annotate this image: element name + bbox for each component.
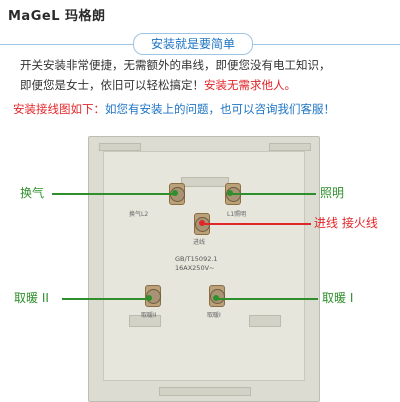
install-heading: 安装接线图如下：如您有安装上的问题，也可以咨询我们客服！ — [13, 101, 393, 117]
spec-rating: 16AX250V~ — [175, 264, 215, 272]
mark-incoming: 进线 — [193, 239, 206, 246]
mark-lighting: L1照明 — [227, 211, 247, 218]
spec-standard: GB/T15092.1 — [175, 255, 218, 263]
plate-tab-bottom — [159, 387, 251, 396]
arrow-heat-2 — [62, 298, 149, 300]
switch-back-plate: 换气L2 L1照明 进线 取暖II 取暖I GB/T15092.1 16AX25… — [88, 136, 320, 402]
arrow-dot-icon — [172, 190, 178, 196]
label-ventilation: 换气 — [20, 186, 45, 200]
install-heading-title: 安装接线图如下： — [13, 102, 105, 116]
arrow-dot-icon — [199, 220, 205, 226]
intro-line-2: 即便您是女士，依旧可以轻松搞定！安装无需求他人。 — [20, 75, 390, 95]
switch-inner-panel — [103, 151, 305, 381]
plate-clip-bottom-left — [129, 315, 161, 327]
mark-ventilation: 换气L2 — [129, 211, 149, 218]
brand-logo: MaGeL 玛格朗 — [8, 9, 106, 24]
intro-line-1: 开关安装非常便捷，无需额外的串线，即便您没有电工知识， — [20, 58, 331, 72]
arrow-dot-icon — [227, 190, 233, 196]
intro-line-2-highlight: 安装无需求他人。 — [204, 78, 296, 92]
install-heading-note: 如您有安装上的问题，也可以咨询我们客服！ — [105, 102, 335, 116]
plate-clip-bottom-right — [249, 315, 281, 327]
label-incoming: 进线 接火线 — [314, 216, 378, 230]
label-lighting: 照明 — [320, 186, 345, 200]
plate-tab-top-left — [99, 143, 141, 151]
label-heat-2: 取暖 II — [14, 291, 49, 305]
intro-paragraph: 开关安装非常便捷，无需额外的串线，即便您没有电工知识， 即便您是女士，依旧可以轻… — [20, 55, 390, 95]
arrow-dot-icon — [146, 295, 152, 301]
mark-heat-2: 取暖II — [141, 312, 157, 319]
plate-tab-top-right — [269, 143, 311, 151]
section-title: 安装就是要简单 — [133, 33, 253, 55]
intro-line-2-text: 即便您是女士，依旧可以轻松搞定！ — [20, 78, 204, 92]
label-heat-1: 取暖 I — [322, 291, 354, 305]
arrow-lighting — [230, 193, 316, 195]
arrow-dot-icon — [213, 295, 219, 301]
plate-center-clip — [181, 177, 229, 187]
arrow-ventilation — [52, 193, 174, 195]
spec-label: GB/T15092.1 16AX250V~ — [175, 255, 218, 273]
arrow-incoming — [203, 223, 311, 225]
mark-heat-1: 取暖I — [207, 312, 221, 319]
arrow-heat-1 — [216, 298, 318, 300]
